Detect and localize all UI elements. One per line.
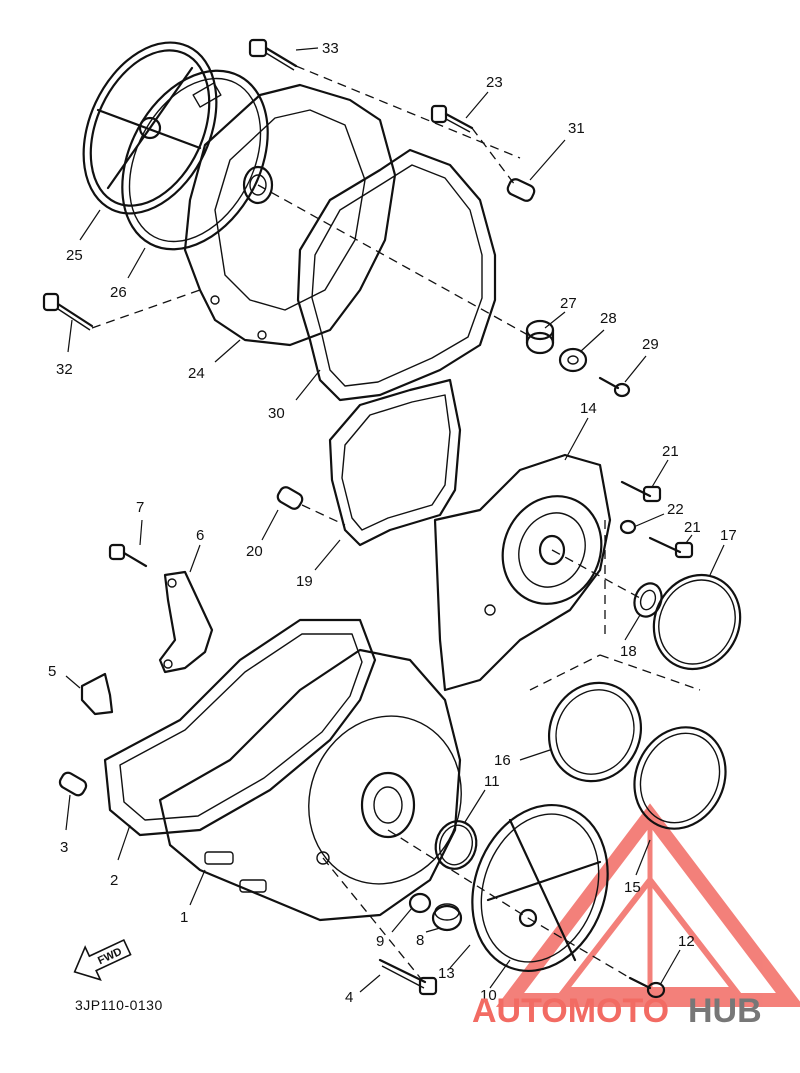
part-21-bolt-lower: [648, 536, 694, 559]
callout-8: 8: [416, 932, 424, 949]
watermark-logo: [495, 803, 800, 1007]
callout-7: 7: [136, 499, 144, 516]
callout-31: 31: [568, 120, 585, 137]
callout-23: 23: [486, 74, 503, 91]
part-33-bolt: [248, 38, 298, 71]
callout-5: 5: [48, 663, 56, 680]
part-2-gasket: [103, 618, 377, 837]
callout-26: 26: [110, 284, 127, 301]
part-9-o-ring: [408, 892, 432, 914]
callout-10: 10: [480, 987, 497, 1004]
part-32-bolt: [42, 292, 94, 331]
watermark-brand-b: HUB: [688, 992, 762, 1030]
part-5-clamp: [80, 672, 114, 716]
callout-32: 32: [56, 361, 73, 378]
part-25-outer-cover: [82, 41, 218, 215]
part-17-ring: [652, 573, 742, 671]
callout-29: 29: [642, 336, 659, 353]
callout-4: 4: [345, 989, 353, 1006]
part-8-plug: [431, 903, 463, 932]
part-24-clutch-cover: [183, 83, 397, 347]
part-14-pickup-cover: [433, 453, 612, 692]
callout-14: 14: [580, 400, 597, 417]
part-4-bolt: [378, 958, 438, 996]
part-7-bolt: [108, 543, 148, 568]
callout-21: 21: [662, 443, 679, 460]
callout-20: 20: [246, 543, 263, 560]
callout-12: 12: [678, 933, 695, 950]
callout-17: 17: [720, 527, 737, 544]
part-30-cover-gasket: [296, 148, 497, 402]
watermark-text: AUTOMOTO HUB: [472, 992, 762, 1030]
callout-24: 24: [188, 365, 205, 382]
leader-lines: [65, 47, 725, 993]
part-29-screw: [598, 376, 631, 398]
callout-21: 21: [684, 519, 701, 536]
part-20-dowel-pin: [276, 486, 304, 510]
callout-9: 9: [376, 933, 384, 950]
part-28-washer: [558, 347, 588, 373]
callout-15: 15: [624, 879, 641, 896]
callout-18: 18: [620, 643, 637, 660]
part-12-screw: [628, 976, 666, 999]
callout-2: 2: [110, 872, 118, 889]
watermark-brand-a: AUTOMOTO: [472, 992, 669, 1030]
diagram-code: 3JP110-0130: [75, 997, 163, 1013]
part-15-cap: [633, 726, 727, 830]
callout-25: 25: [66, 247, 83, 264]
part-23-bolt: [430, 104, 474, 133]
assembly-lines: [91, 65, 701, 981]
callout-1: 1: [180, 909, 188, 926]
callout-19: 19: [296, 573, 313, 590]
callout-16: 16: [494, 752, 511, 769]
part-26-gasket: [121, 69, 269, 251]
callout-33: 33: [322, 40, 339, 57]
part-3-dowel-pin: [58, 771, 88, 797]
part-6-bracket: [158, 570, 214, 674]
callout-30: 30: [268, 405, 285, 422]
part-31-dowel-pin: [506, 178, 536, 202]
part-22-o-ring: [619, 519, 637, 535]
part-27-collar: [525, 319, 555, 355]
callout-6: 6: [196, 527, 204, 544]
callout-22: 22: [667, 501, 684, 518]
callout-3: 3: [60, 839, 68, 856]
part-11-o-ring: [434, 820, 478, 870]
callout-13: 13: [438, 965, 455, 982]
callout-11: 11: [484, 773, 500, 790]
callout-27: 27: [560, 295, 577, 312]
part-16-ring: [547, 681, 643, 783]
callout-28: 28: [600, 310, 617, 327]
part-19-gasket: [328, 378, 462, 547]
part-21-bolt-upper: [620, 480, 662, 503]
part-10-generator-cover: [471, 803, 609, 973]
fwd-arrow-icon: FWD: [73, 939, 132, 981]
